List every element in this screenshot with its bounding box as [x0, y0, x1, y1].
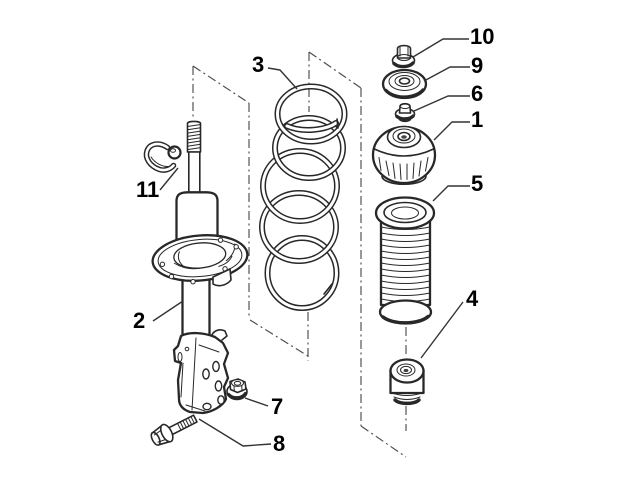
- callout-8-leader: [198, 418, 272, 447]
- dust-boot: [374, 196, 436, 325]
- strut-piston-rod-threads: [186, 120, 202, 153]
- spring-seat-plate: [151, 234, 249, 285]
- coil-spring: [259, 83, 348, 311]
- assembly-centerlines: [192, 51, 407, 458]
- callout-9-leader: [423, 66, 470, 82]
- callout-5-label: 5: [471, 171, 483, 196]
- knuckle-bracket: [172, 329, 230, 415]
- mount-bolt: [150, 414, 198, 446]
- callout-6-label: 6: [471, 81, 483, 106]
- retaining-clip: [143, 141, 182, 173]
- callout-7-label: 7: [271, 394, 283, 419]
- callout-10-leader: [412, 38, 469, 58]
- callout-5-leader: [432, 185, 470, 202]
- strut-to-springbox-diagonal: [192, 65, 250, 104]
- strut-piston-rod: [188, 151, 201, 199]
- box-to-column-diagonal: [360, 425, 407, 458]
- cap-nut: [391, 44, 416, 69]
- callout-4-leader: [420, 301, 464, 359]
- bearing-seat: [381, 68, 428, 100]
- callout-1-leader: [433, 121, 470, 141]
- strut-top-mount: [371, 125, 437, 186]
- springbox-bottom-diagonal: [249, 319, 309, 357]
- callout-2-leader: [152, 300, 184, 322]
- spring-top-end-cut: [336, 118, 339, 129]
- callout-4-label: 4: [466, 286, 479, 311]
- callout-10-label: 10: [470, 24, 494, 49]
- spring-bottom-end-cut: [323, 283, 333, 295]
- shock-absorber-strut: [151, 120, 249, 415]
- callout-8-label: 8: [273, 431, 285, 456]
- callout-11-leader: [159, 167, 179, 191]
- callout-leader-lines: [152, 38, 470, 447]
- spacer-bushing: [394, 102, 416, 123]
- flange-nut: [226, 378, 248, 401]
- strut-upper-boss: [175, 191, 219, 244]
- plate-rim-holes: [159, 237, 239, 285]
- callout-11-label: 11: [136, 177, 159, 202]
- callout-7-leader: [244, 397, 269, 407]
- callout-9-label: 9: [471, 53, 483, 78]
- springbox-top-diagonal: [308, 51, 362, 89]
- callout-labels: 10 9 6 1 5 4 3 11 2 7 8: [133, 24, 494, 456]
- mount-ribs: [378, 157, 429, 180]
- plate-right-lip: [212, 268, 232, 287]
- callout-6-leader: [413, 95, 470, 112]
- callout-2-label: 2: [133, 308, 145, 333]
- callout-1-label: 1: [471, 107, 483, 132]
- callout-3-leader: [267, 67, 298, 90]
- callout-3-label: 3: [252, 52, 264, 77]
- bump-stop: [389, 358, 425, 406]
- bracket-bolt-holes: [202, 360, 225, 411]
